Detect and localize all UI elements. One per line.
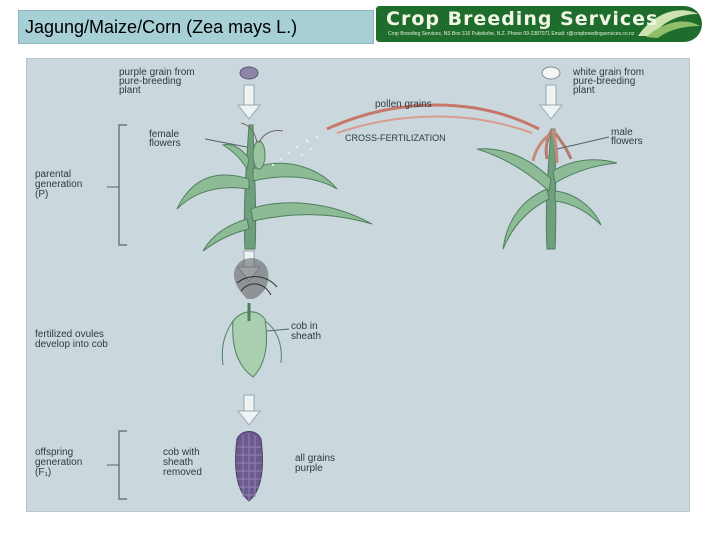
cob-in-sheath (221, 258, 282, 378)
purple-grain-icon (239, 66, 259, 80)
arrow-grain-to-plant-right (538, 84, 564, 120)
label-parental-generation-3: (P) (35, 189, 48, 200)
label-white-grain: white grain from (572, 67, 644, 78)
label-cross-fertilization: CROSS-FERTILIZATION (345, 133, 446, 143)
parental-bracket (118, 124, 127, 246)
label-female-flowers-2: flowers (149, 138, 181, 149)
banner-swoosh-icon (638, 10, 700, 38)
label-all-grains-purple: all grains (295, 453, 335, 464)
banner-title: Crop Breeding Services (386, 8, 659, 30)
label-cob-sheath-removed-2: sheath (163, 457, 193, 468)
label-all-grains-purple-2: purple (295, 463, 323, 474)
arrow-grain-to-plant-left (236, 84, 262, 120)
banner-subtitle: Crop Breeding Services, NS Box 316 Pukek… (388, 31, 635, 37)
label-male-flowers: male (611, 127, 633, 138)
label-parental-generation-2: generation (35, 179, 82, 190)
label-purple-grain-2: pure-breeding (119, 76, 181, 87)
label-fertilized-ovules-2: develop into cob (35, 339, 108, 350)
crop-breeding-banner: Crop Breeding Services Crop Breeding Ser… (376, 6, 702, 42)
label-pollen-grains: pollen grains (375, 99, 432, 110)
slide-title-box: Jagung/Maize/Corn (Zea mays L.) (18, 10, 374, 44)
diagram-canvas: purple grain from pure-breeding plant wh… (35, 66, 644, 502)
label-cob-sheath-removed-3: removed (163, 467, 202, 478)
label-fertilized-ovules: fertilized ovules (35, 329, 104, 340)
label-cob-in-sheath-2: sheath (291, 331, 321, 342)
label-purple-grain: purple grain from (119, 67, 195, 78)
female-parent-plant (176, 122, 373, 252)
label-offspring-generation-3: (F₁) (35, 467, 51, 478)
label-cob-sheath-removed: cob with (163, 447, 200, 458)
label-offspring-generation-2: generation (35, 457, 82, 468)
slide-title: Jagung/Maize/Corn (Zea mays L.) (25, 17, 298, 37)
white-grain-icon (541, 66, 561, 80)
label-male-flowers-2: flowers (611, 136, 643, 147)
label-offspring-generation: offspring (35, 447, 73, 458)
male-parent-plant (476, 128, 618, 250)
label-white-grain-2: pure-breeding (573, 76, 635, 87)
arrow-cob-to-offspring (236, 394, 262, 426)
pollen-dots (271, 135, 319, 167)
leader-lines (107, 136, 610, 466)
label-parental-generation: parental (35, 169, 71, 180)
purple-cob (235, 431, 263, 502)
pollen-arc-outer (326, 103, 540, 131)
label-white-grain-3: plant (573, 85, 595, 96)
offspring-bracket (118, 430, 127, 500)
label-purple-grain-3: plant (119, 85, 141, 96)
label-female-flowers: female (149, 129, 179, 140)
pollen-arc-inner (336, 115, 533, 134)
maize-cross-diagram: purple grain from pure-breeding plant wh… (26, 58, 690, 512)
label-cob-in-sheath: cob in (291, 321, 318, 332)
